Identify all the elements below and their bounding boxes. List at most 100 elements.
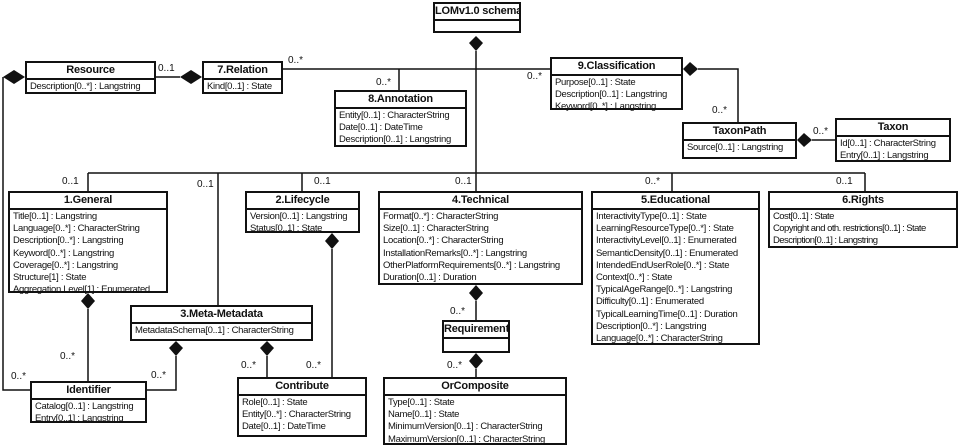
composition-diamond-metametadata-left <box>169 341 183 356</box>
attribute-row: Source[0..1] : Langstring <box>687 142 784 153</box>
attribute-row: Location[0..*] : CharacterString <box>383 235 504 247</box>
class-attributes: Kind[0..1] : State <box>204 80 281 93</box>
multiplicity-label-lom-educational: 0..* <box>645 176 661 187</box>
class-title: 7.Relation <box>204 63 281 80</box>
edge-resource-identifier <box>2 77 30 391</box>
attribute-row: Catalog[0..1] : Langstring <box>35 401 134 412</box>
composition-diamond-technical <box>469 285 483 301</box>
class-title: Requirement <box>444 322 508 339</box>
attribute-row: Entry[0..1] : Langstring <box>840 150 929 162</box>
attribute-row: Entity[0..1] : CharacterString <box>339 110 450 121</box>
class-technical: 4.Technical Format[0..*] : CharacterStri… <box>378 191 583 285</box>
attribute-row: Format[0..*] : CharacterString <box>383 211 499 222</box>
attribute-row: Context[0..*] : State <box>596 272 673 284</box>
composition-diamond-lifecycle <box>325 233 339 249</box>
class-attributes: Format[0..*] : CharacterString Size[0..1… <box>380 210 581 284</box>
multiplicity-label-lom-classification: 0..* <box>527 71 543 82</box>
multiplicity-label-lom-metametadata: 0..1 <box>197 179 214 190</box>
attribute-row: Description[0..*] : Langstring <box>13 235 124 247</box>
class-attributes: Description[0..*] : Langstring <box>27 80 154 93</box>
attribute-row: MinimumVersion[0..1] : CharacterString <box>388 421 543 433</box>
class-title: 4.Technical <box>380 193 581 210</box>
multiplicity-label-lom-relation: 0..* <box>288 55 304 66</box>
edge-metametadata-identifier <box>147 356 177 391</box>
attribute-row: Language[0..*] : CharacterString <box>596 333 723 345</box>
class-title: Identifier <box>32 383 145 400</box>
attribute-row: Language[0..*] : CharacterString <box>13 223 140 235</box>
attribute-row: InstallationRemarks[0..*] : Langstring <box>383 247 527 259</box>
multiplicity-label-taxonpath-taxon: 0..* <box>813 126 829 137</box>
class-title: 3.Meta-Metadata <box>132 307 311 324</box>
class-attributes: Id[0..1] : CharacterString Entry[0..1] :… <box>837 137 949 162</box>
multiplicity-label-lom-lifecycle: 0..1 <box>314 176 331 187</box>
class-rights: 6.Rights Cost[0..1] : State Copyright an… <box>768 191 958 248</box>
class-attributes: InteractivityType[0..1] : State Learning… <box>593 210 758 345</box>
class-general: 1.General Title[0..1] : Langstring Langu… <box>8 191 168 296</box>
multiplicity-label-metametadata-contribute: 0..* <box>241 360 257 371</box>
class-title: OrComposite <box>385 379 565 396</box>
attribute-row: MetadataSchema[0..1] : CharacterString <box>135 325 294 336</box>
attribute-row: Keyword[0..*] : Langstring <box>555 101 656 113</box>
edge-classification-taxonpath <box>698 68 739 122</box>
attribute-row: InteractivityLevel[0..1] : Enumerated <box>596 235 737 247</box>
attribute-row: LearningResourceType[0..*] : State <box>596 223 734 235</box>
class-attributes: Role[0..1] : State Entity[0..*] : Charac… <box>239 396 365 434</box>
class-title: 9.Classification <box>552 59 681 76</box>
multiplicity-label-requirement-orcomposite: 0..* <box>447 360 463 371</box>
multiplicity-label-classification-taxonpath: 0..* <box>712 105 728 116</box>
class-identifier: Identifier Catalog[0..1] : Langstring En… <box>30 381 147 425</box>
attribute-row: Keyword[0..*] : Langstring <box>13 247 114 259</box>
class-attributes: Title[0..1] : Langstring Language[0..*] … <box>10 210 166 296</box>
class-classification: 9.Classification Purpose[0..1] : State D… <box>550 57 683 112</box>
class-attributes: Catalog[0..1] : Langstring Entry[0..1] :… <box>32 400 145 425</box>
composition-diamond-general <box>81 293 95 309</box>
attribute-row: Coverage[0..*] : Langstring <box>13 259 118 271</box>
attribute-row: Size[0..1] : CharacterString <box>383 223 489 235</box>
attribute-row: Role[0..1] : State <box>242 397 308 408</box>
attribute-row: Description[0..*] : Langstring <box>30 81 141 92</box>
class-metametadata: 3.Meta-Metadata MetadataSchema[0..1] : C… <box>130 305 313 341</box>
attribute-row: Purpose[0..1] : State <box>555 77 636 88</box>
attribute-row: Id[0..1] : CharacterString <box>840 138 936 149</box>
attribute-row: Duration[0..1] : Duration <box>383 272 477 284</box>
attribute-row: Date[0..1] : DateTime <box>339 122 423 134</box>
composition-diamond-metametadata-right <box>260 341 274 356</box>
attribute-row: Description[0..1] : Langstring <box>773 235 878 247</box>
class-taxon: Taxon Id[0..1] : CharacterString Entry[0… <box>835 118 951 162</box>
class-attributes-empty <box>435 21 519 22</box>
multiplicity-label-lom-technical: 0..1 <box>455 176 472 187</box>
class-title: 5.Educational <box>593 193 758 210</box>
class-title: 2.Lifecycle <box>247 193 358 210</box>
class-attributes: MetadataSchema[0..1] : CharacterString <box>132 324 311 337</box>
class-lom-schema: LOMv1.0 schema <box>433 2 521 33</box>
attribute-row: Difficulty[0..1] : Enumerated <box>596 296 704 308</box>
class-lifecycle: 2.Lifecycle Version[0..1] : Langstring S… <box>245 191 360 234</box>
multiplicity-label-lom-rights: 0..1 <box>836 176 853 187</box>
multiplicity-label-metametadata-identifier: 0..* <box>151 370 167 381</box>
attribute-row: IntendedEndUserRole[0..*] : State <box>596 259 730 271</box>
class-title: Resource <box>27 63 154 80</box>
class-contribute: Contribute Role[0..1] : State Entity[0..… <box>237 377 367 437</box>
composition-diamond-relation <box>180 70 202 84</box>
class-resource: Resource Description[0..*] : Langstring <box>25 61 156 94</box>
class-title: Contribute <box>239 379 365 396</box>
composition-diamond-requirement <box>469 353 483 369</box>
class-attributes: Purpose[0..1] : State Description[0..1] … <box>552 76 681 114</box>
multiplicity-label-relation-resource: 0..1 <box>158 63 175 74</box>
class-relation: 7.Relation Kind[0..1] : State <box>202 61 283 94</box>
attribute-row: Structure[1] : State <box>13 272 87 284</box>
attribute-row: Description[0..*] : Langstring <box>596 320 707 332</box>
class-attributes: Type[0..1] : State Name[0..1] : State Mi… <box>385 396 565 446</box>
attribute-row: Entity[0..*] : CharacterString <box>242 409 351 421</box>
class-title: LOMv1.0 schema <box>435 4 519 21</box>
attribute-row: Entry[0..1] : Langstring <box>35 413 124 425</box>
class-annotation: 8.Annotation Entity[0..1] : CharacterStr… <box>334 90 467 147</box>
composition-diamond-taxonpath <box>797 133 812 147</box>
class-title: 8.Annotation <box>336 92 465 109</box>
attribute-row: Copyright and oth. restrictions[0..1] : … <box>773 223 926 235</box>
class-title: Taxon <box>837 120 949 137</box>
multiplicity-label-lom-general: 0..1 <box>62 176 79 187</box>
attribute-row: Cost[0..1] : State <box>773 211 834 222</box>
